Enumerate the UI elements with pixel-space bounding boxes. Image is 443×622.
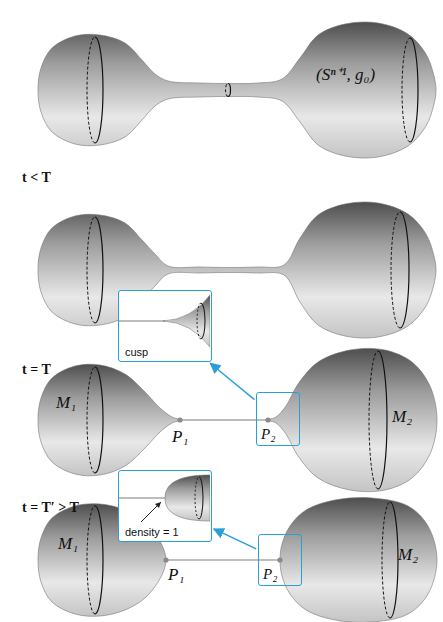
meridian-front [95, 506, 103, 614]
component-m2 [280, 498, 437, 622]
pinching-dumbbell [38, 202, 436, 338]
meridian-back [402, 38, 410, 142]
meridian-back [382, 502, 390, 618]
component-label: M₁ [58, 535, 78, 554]
zoom-inset: density = 1 [118, 470, 212, 542]
meridian-front [95, 37, 103, 143]
meridian-back [87, 37, 95, 143]
point-label: P₂ [263, 566, 277, 583]
time-label: t = T [22, 362, 51, 377]
dumbbell-sphere [38, 22, 436, 158]
time-label: t < T [22, 170, 51, 185]
meridian-back [226, 84, 228, 97]
component-label: M₁ [56, 394, 76, 413]
highlight-box: P₂ [256, 392, 300, 446]
zoom-inset: cusp [118, 290, 212, 362]
point-label: P₁ [168, 566, 184, 585]
zoom-arrow [210, 363, 254, 399]
meridian-back [391, 212, 400, 328]
meridian-front [378, 351, 387, 489]
thin-segment [165, 559, 281, 561]
component-label: M₂ [392, 408, 412, 427]
point-label: P₂ [261, 426, 275, 443]
meridian-front [95, 217, 103, 323]
time-label: t = T′ > T [22, 500, 79, 515]
point-label: P₁ [172, 428, 188, 447]
zoom-arrow [214, 529, 256, 549]
singular-point [163, 557, 168, 562]
manifold-label: (Sⁿ⁺¹, g₀) [316, 66, 375, 85]
inset-caption: cusp [125, 346, 148, 358]
meridian-front [95, 367, 103, 473]
inset-caption: density = 1 [125, 526, 179, 538]
meridian-front [228, 84, 231, 97]
meridian-back [87, 217, 95, 323]
meridian-front [390, 502, 398, 618]
component-label: M₂ [398, 546, 418, 565]
meridian-front [410, 38, 418, 142]
meridian-back [369, 351, 378, 489]
meridian-front [400, 212, 409, 328]
component-m1 [38, 364, 180, 476]
singular-point [277, 557, 282, 562]
meridian-back [87, 367, 95, 473]
singular-point [265, 417, 270, 422]
singular-point [177, 417, 182, 422]
highlight-box: P₂ [258, 534, 302, 586]
meridian-back [87, 506, 95, 614]
component-m2 [268, 348, 437, 491]
